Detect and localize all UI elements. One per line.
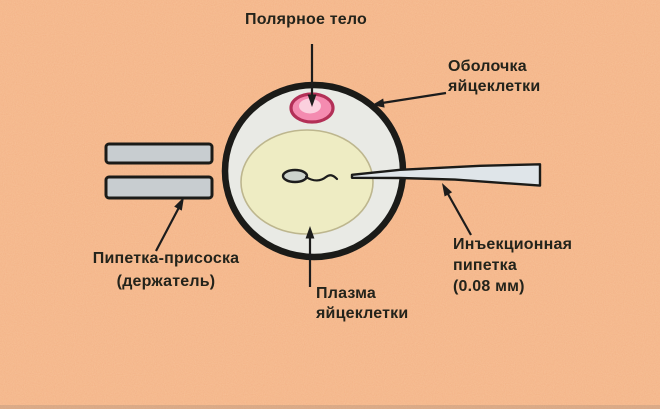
egg-cell: [221, 81, 407, 261]
injection-pipette-label-line3: (0.08 мм): [453, 278, 525, 295]
sperm-cell: [281, 168, 339, 184]
polar-body-arrow: [307, 44, 317, 107]
sperm-head: [281, 168, 309, 184]
egg-plasma-label-line1: Плазма: [316, 285, 377, 302]
egg-plasma-label: Плазма яйцеклетки: [316, 284, 408, 324]
injection-pipette-label: Инъекционная пипетка (0.08 мм): [453, 234, 572, 297]
sperm-tail: [304, 174, 339, 182]
holder-arrow: [155, 197, 184, 252]
plasma-arrow: [305, 226, 315, 287]
egg-membrane-label-line1: Оболочка: [448, 58, 527, 75]
holder-pipette-label-line1: Пипетка-присоска: [92, 250, 240, 267]
holder-pipette: [104, 142, 214, 200]
egg-membrane-label-line2: яйцеклетки: [448, 78, 541, 95]
injection-pipette: [350, 163, 542, 187]
image-bottom-edge: [0, 405, 660, 409]
egg-plasma-label-line2: яйцеклетки: [316, 305, 409, 322]
polar-body-label: Полярное тело: [240, 10, 372, 29]
injection-pipette-label-line1: Инъекционная: [453, 236, 573, 253]
membrane-arrow: [372, 91, 447, 108]
injection-pipette-label-line2: пипетка: [453, 257, 517, 274]
injection-pipette-arrow: [442, 183, 472, 236]
egg-plasma-region: [240, 129, 374, 235]
holder-pipette-label: Пипетка-присоска (держатель): [85, 247, 247, 293]
egg-membrane-label: Оболочка яйцеклетки: [448, 57, 540, 97]
polar-body-highlight: [299, 98, 321, 114]
holder-pipette-label-line2: (держатель): [116, 273, 216, 290]
holder-pipette-lower-bar: [104, 175, 214, 200]
polar-body-label-line1: Полярное тело: [245, 11, 367, 28]
holder-pipette-upper-bar: [104, 142, 214, 165]
